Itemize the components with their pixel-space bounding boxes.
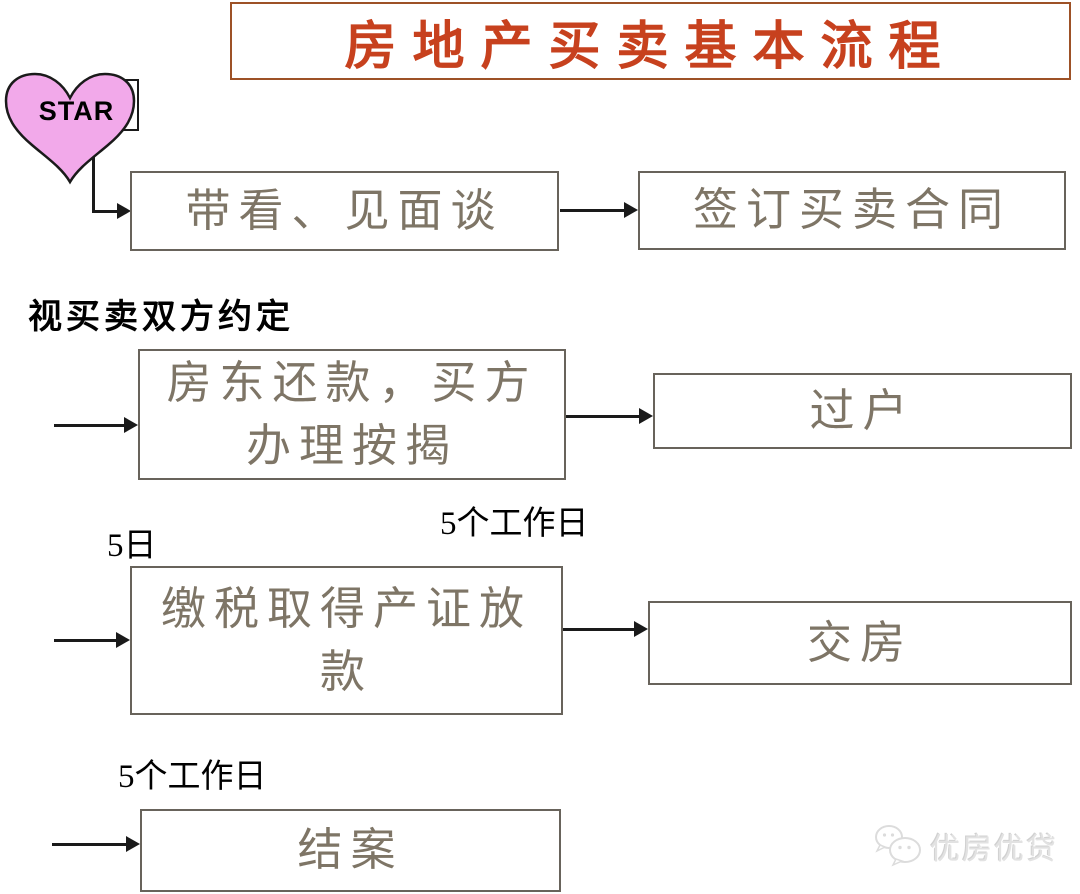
arrowhead-icon [126,836,140,852]
connector-line [560,209,627,212]
node-repay-mortgage: 房东还款，买方 办理按揭 [138,349,566,480]
start-label: STAR [38,96,115,126]
annotation-closing-duration: 5个工作日 [118,759,267,795]
watermark-text: 优房优贷 [930,833,1058,866]
node-label: 带看、见面谈 [185,185,504,236]
annotation-agreement: 视买卖双方约定 [28,299,294,336]
arrowhead-icon [634,621,648,637]
watermark: 优房优贷 [872,824,1058,868]
wechat-chat-bubbles-icon [875,825,921,867]
connector-line [566,415,641,418]
elbow-connector-horizontal [92,210,120,213]
node-label: 签订买卖合同 [692,185,1011,236]
node-label: 缴税取得产证放 款 [160,584,532,697]
node-label: 交房 [806,617,913,668]
node-viewing-meeting: 带看、见面谈 [130,171,559,251]
arrowhead-icon [639,408,653,424]
arrowhead-icon [117,203,131,219]
connector-line [52,843,128,846]
heart-icon [4,72,136,185]
node-sign-contract: 签订买卖合同 [638,171,1066,250]
connector-line [54,424,126,427]
node-label: 过户 [809,385,916,436]
node-label: 结案 [297,825,404,876]
arrowhead-icon [124,417,138,433]
annotation-transfer-duration: 5个工作日 [440,506,589,542]
connector-line [54,639,118,642]
arrowhead-icon [624,202,638,218]
start-heart: STAR [2,70,139,187]
node-title-transfer: 过户 [653,373,1072,449]
elbow-connector-vertical [92,131,95,212]
page-title: 房地产买卖基本流程 [344,18,957,76]
node-pay-tax-loan: 缴税取得产证放 款 [130,566,563,715]
arrowhead-icon [116,632,130,648]
node-case-closed: 结案 [140,809,561,892]
node-label: 房东还款，买方 办理按揭 [166,358,538,471]
annotation-repay-duration: 5日 [107,528,157,564]
connector-line [563,628,636,631]
node-house-handover: 交房 [648,601,1072,685]
title-box: 房地产买卖基本流程 [230,2,1071,80]
